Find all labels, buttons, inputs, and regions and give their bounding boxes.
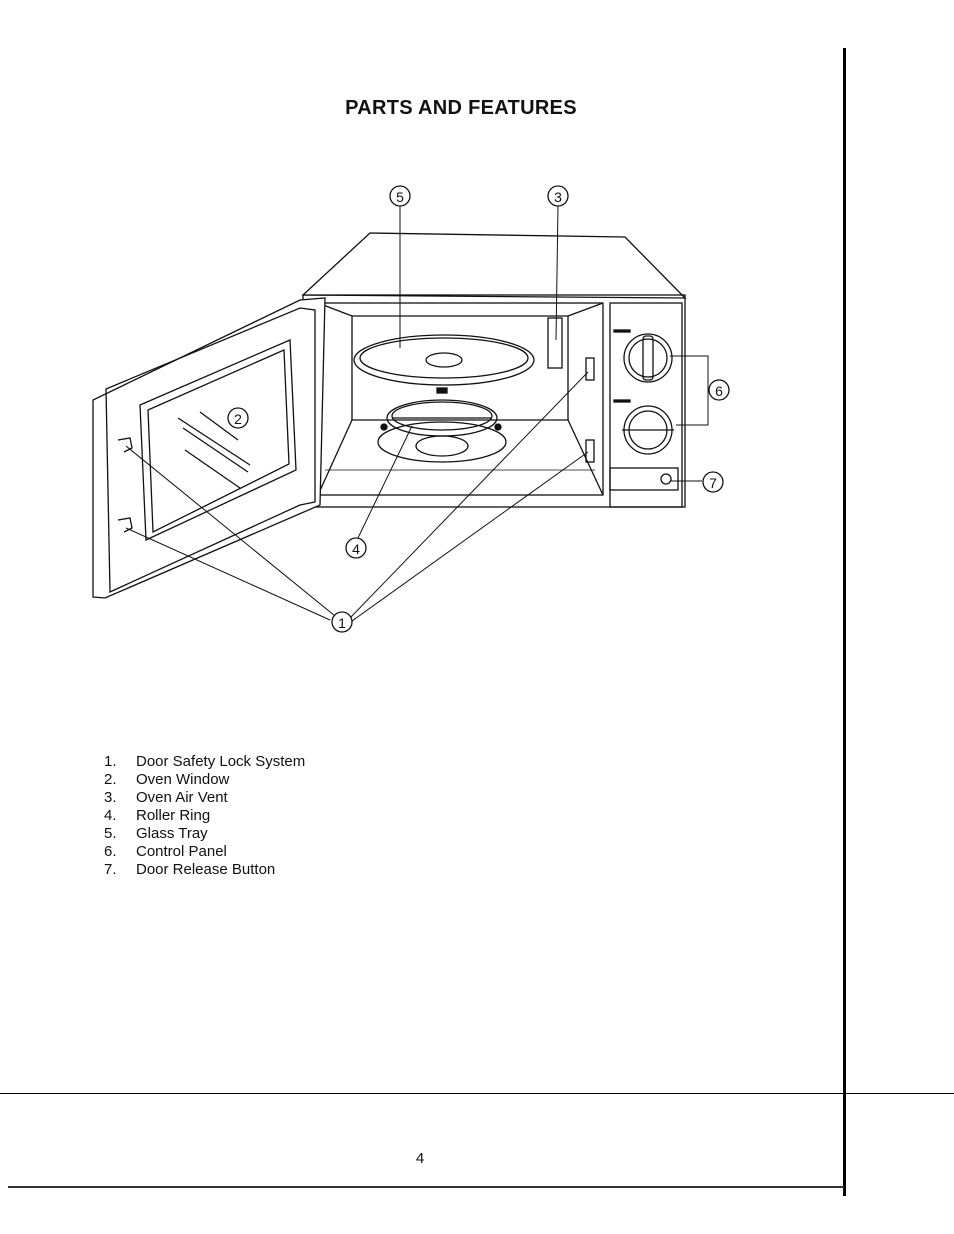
- page-number: 4: [415, 1150, 425, 1167]
- door-release-panel: [609, 467, 679, 491]
- callout-5: 5: [389, 185, 411, 207]
- page-right-border: [843, 48, 846, 1196]
- door-release-button: [660, 473, 672, 485]
- control-panel: [609, 302, 683, 508]
- list-item: 4.Roller Ring: [104, 807, 211, 824]
- page-title: PARTS AND FEATURES: [345, 97, 577, 119]
- bottom-divider: [8, 1186, 844, 1188]
- footer-divider: [0, 1093, 954, 1094]
- door-latch-lower: [585, 439, 595, 463]
- callout-6-label: 6: [715, 383, 723, 399]
- list-item: 1.Door Safety Lock System: [104, 753, 306, 770]
- door-hook-upper: [117, 437, 133, 453]
- air-vent: [547, 317, 563, 369]
- timer-knob: [623, 333, 673, 383]
- oven-door: [92, 297, 326, 599]
- callout-4-label: 4: [352, 541, 360, 557]
- door-latch-upper: [585, 357, 595, 381]
- callout-4: 4: [345, 537, 367, 559]
- oven-window: [139, 339, 297, 542]
- list-item: 2.Oven Window: [104, 771, 230, 788]
- list-item: 6.Control Panel: [104, 843, 227, 860]
- callout-5-label: 5: [396, 189, 404, 205]
- list-item: 7.Door Release Button: [104, 861, 276, 878]
- door-hook-lower: [117, 517, 133, 533]
- callout-2: 2: [227, 407, 249, 429]
- oven-top: [301, 232, 687, 299]
- callout-6: 6: [708, 379, 730, 401]
- callout-3-label: 3: [554, 189, 562, 205]
- callout-1-label: 1: [338, 615, 346, 631]
- list-item: 5.Glass Tray: [104, 825, 208, 842]
- callout-3: 3: [547, 185, 569, 207]
- glass-tray: [353, 334, 535, 386]
- callout-7-label: 7: [709, 475, 717, 491]
- callout-2-label: 2: [234, 411, 242, 427]
- cavity-back-wall: [351, 315, 569, 421]
- callout-1: 1: [331, 611, 353, 633]
- parts-list: 1.Door Safety Lock System 2.Oven Window …: [104, 753, 305, 879]
- oven-cavity: [317, 302, 604, 496]
- list-item: 3.Oven Air Vent: [104, 789, 228, 806]
- callout-7: 7: [702, 471, 724, 493]
